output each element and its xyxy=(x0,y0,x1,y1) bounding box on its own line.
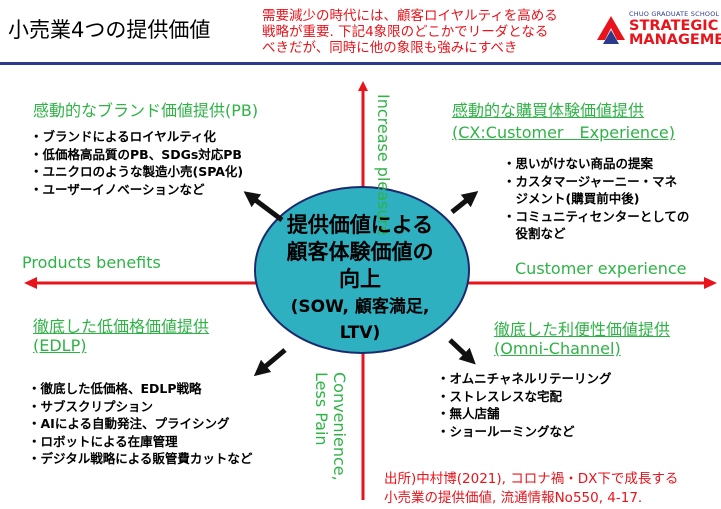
quadrant-list-bottom-left: ・徹底した低価格、EDLP戦略 ・サブスクリプション ・AIによる自動発注、プラ… xyxy=(28,380,252,468)
axis-label-right: Customer experience xyxy=(515,259,687,278)
axis-label-bottom: Convenience, Less Pain xyxy=(312,372,349,481)
center-label: 提供価値による 顧客体験価値の 向上 (SOW, 顧客満足, LTV) xyxy=(286,213,434,343)
list-item: ・低価格高品質のPB、SDGs対応PB xyxy=(30,146,242,162)
list-item: ・AIによる自動発注、プライシング xyxy=(28,416,230,431)
list-item: ・徹底した低価格、EDLP戦略 xyxy=(28,381,202,396)
list-item: ・コミュニティセンターとしての xyxy=(503,208,690,224)
arrow-top-left xyxy=(243,191,284,222)
quadrant-title-top-right: 感動的な購買体験価値提供 xyxy=(452,101,645,120)
header-rule xyxy=(0,62,721,65)
page-title: 小売業4つの提供価値 xyxy=(8,18,211,42)
list-item: ・オムニチャネルリテーリング xyxy=(437,371,612,386)
list-item: ・ブランドによるロイヤルティ化 xyxy=(30,129,217,144)
axis-label-left: Products benefits xyxy=(22,253,161,272)
subtitle: 需要減少の時代には、顧客ロイヤルティを高める 戦略が重要. 下記4象限のどこかで… xyxy=(262,8,558,56)
axis-right-arrowhead xyxy=(704,277,717,289)
quadrant-title-bottom-right: 徹底した利便性価値提供 xyxy=(494,320,671,339)
quadrant-list-top-right: ・思いがけない商品の提案 ・カスタマージャーニー・マネ ジメント(購買前中後) … xyxy=(503,155,689,243)
quadrant-subtitle-bottom-left: (EDLP) xyxy=(33,336,87,355)
quadrant-subtitle-bottom-right: (Omni-Channel) xyxy=(494,339,621,358)
list-item: ・ショールーミングなど xyxy=(437,423,575,439)
list-item: ・思いがけない商品の提案 xyxy=(503,156,654,171)
list-item: ・カスタマージャーニー・マネ xyxy=(503,173,678,189)
list-item: ・ロボットによる在庫管理 xyxy=(28,433,178,449)
list-item: ・デジタル戦略による販管費カットなど xyxy=(28,451,253,466)
school-logo: CHUO GRADUATE SCHOOL OF STRATEGIC MANAGE… xyxy=(595,10,721,54)
list-item: 役割など xyxy=(503,226,566,241)
quadrant-list-bottom-right: ・オムニチャネルリテーリング ・ストレスレスな宅配 ・無人店舗 ・ショールーミン… xyxy=(437,370,612,440)
list-item: ・サブスクリプション xyxy=(28,398,154,414)
list-item: ・ユーザーイノベーションなど xyxy=(30,181,205,197)
list-item: ・無人店舗 xyxy=(437,406,500,421)
arrow-bottom-left xyxy=(253,348,287,377)
quadrant-subtitle-top-right: (CX:Customer Experience) xyxy=(452,123,675,142)
list-item: ・ユニクロのような製造小売(SPA化) xyxy=(30,164,244,179)
axis-label-top: Increase pleasure xyxy=(374,94,393,236)
logo-emblem-icon xyxy=(597,16,625,44)
source-citation: 出所)中村博(2021), コロナ禍・DX下で成長する 小売業の提供価値, 流通… xyxy=(384,471,679,506)
center-ellipse xyxy=(254,186,470,354)
list-item: ・ストレスレスな宅配 xyxy=(437,388,563,404)
arrow-top-right xyxy=(450,191,479,214)
arrow-bottom-right xyxy=(448,338,476,365)
quadrant-title-bottom-left: 徹底した低価格価値提供 xyxy=(33,317,210,336)
quadrant-title-top-left: 感動的なブランド価値提供(PB) xyxy=(33,101,259,120)
axis-left-arrowhead xyxy=(24,277,37,289)
list-item: ジメント(購買前中後) xyxy=(503,191,640,206)
quadrant-list-top-left: ・ブランドによるロイヤルティ化 ・低価格高品質のPB、SDGs対応PB ・ユニク… xyxy=(30,128,243,198)
